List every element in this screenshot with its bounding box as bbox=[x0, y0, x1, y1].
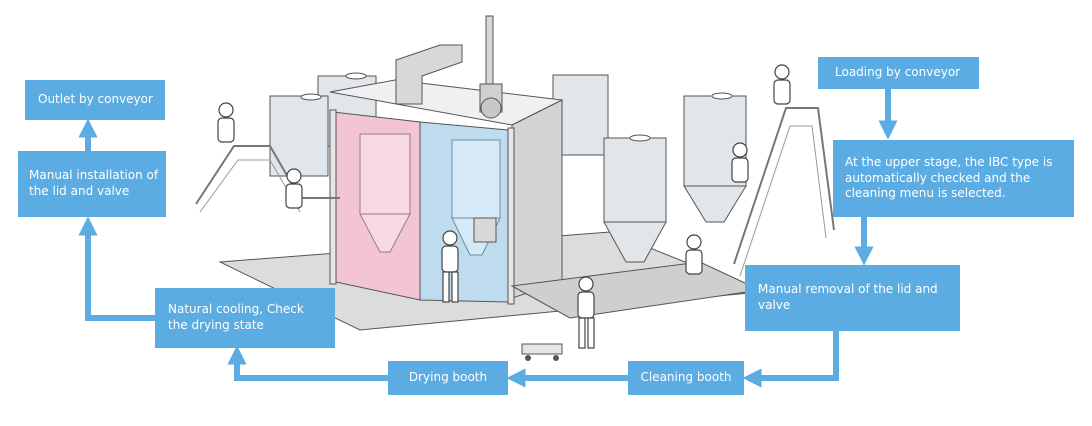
drying-zone-tank bbox=[451, 139, 501, 219]
right-tank-middle-lid bbox=[629, 134, 651, 142]
blower-fan bbox=[480, 97, 502, 119]
right-tank-middle-hopper bbox=[603, 221, 667, 263]
frame-post-front bbox=[507, 127, 515, 305]
lid-cart-wheel-right bbox=[553, 355, 559, 361]
worker-figures bbox=[217, 64, 791, 349]
arrow-cooling-to-install bbox=[78, 216, 155, 321]
left-stair-rail bbox=[195, 145, 340, 205]
right-stair-steps bbox=[739, 125, 827, 277]
exhaust-duct bbox=[395, 44, 463, 105]
left-stair-steps bbox=[199, 159, 301, 213]
right-tank-upper-lid bbox=[711, 92, 733, 100]
control-panel bbox=[473, 217, 497, 243]
step-loading-by-conveyor: Loading by conveyor bbox=[818, 57, 979, 89]
cleaning-zone-tank bbox=[359, 133, 411, 215]
step-cleaning-booth: Cleaning booth bbox=[628, 361, 744, 395]
lid-cart bbox=[521, 343, 563, 355]
step-manual-installation-label: Manual installation of the lid and valve bbox=[29, 168, 159, 198]
step-manual-removal: Manual removal of the lid and valve bbox=[745, 265, 960, 331]
arrow-removal-to-cleaning bbox=[742, 331, 839, 388]
right-tank-middle bbox=[603, 137, 667, 223]
step-cleaning-booth-label: Cleaning booth bbox=[640, 370, 732, 385]
cleaning-zone-tank-hopper bbox=[359, 213, 411, 253]
step-natural-cooling: Natural cooling, Check the drying state bbox=[155, 288, 335, 348]
step-upper-stage-check: At the upper stage, the IBC type is auto… bbox=[833, 140, 1074, 217]
arrow-drying-to-cooling bbox=[227, 345, 388, 381]
step-manual-removal-label: Manual removal of the lid and valve bbox=[758, 282, 938, 312]
step-upper-stage-check-label: At the upper stage, the IBC type is auto… bbox=[845, 154, 1053, 201]
right-tank-upper-hopper bbox=[683, 185, 747, 223]
lid-cart-wheel-left bbox=[525, 355, 531, 361]
step-natural-cooling-label: Natural cooling, Check the drying state bbox=[168, 302, 304, 332]
step-manual-installation: Manual installation of the lid and valve bbox=[18, 151, 166, 217]
step-outlet-by-conveyor: Outlet by conveyor bbox=[25, 80, 165, 120]
rear-tank-left-lid bbox=[345, 72, 367, 80]
right-stair-rail bbox=[733, 107, 835, 265]
step-drying-booth: Drying booth bbox=[388, 361, 508, 395]
left-tank-lid bbox=[300, 93, 322, 101]
step-outlet-label: Outlet by conveyor bbox=[38, 92, 153, 107]
step-loading-label: Loading by conveyor bbox=[835, 65, 961, 80]
step-drying-booth-label: Drying booth bbox=[408, 370, 488, 385]
